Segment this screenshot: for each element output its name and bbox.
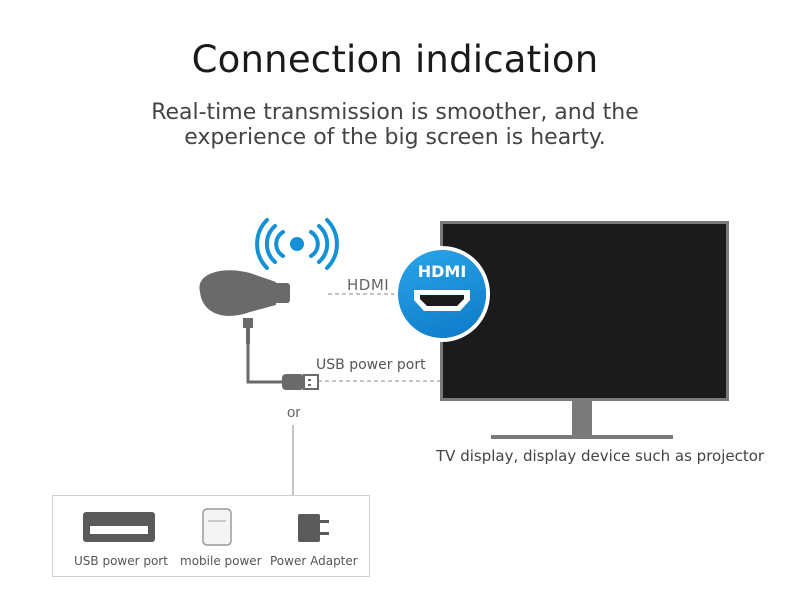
page-subtitle: Real-time transmission is smoother, and … [0,100,790,150]
hdmi-connection-label: HDMI [347,276,390,294]
wifi-signal-icon [255,218,339,270]
wireless-dongle-icon [199,270,290,384]
power-adapter-icon [298,514,329,542]
page-title: Connection indication [191,38,599,81]
subtitle-line-1: Real-time transmission is smoother, and … [151,100,639,125]
tv-stand-base [491,435,673,439]
hdmi-badge-label: HDMI [417,262,467,281]
tv-screen [440,221,729,401]
hdmi-port-icon [414,290,470,311]
usb-plug-icon [282,374,319,390]
power-bank-icon [202,508,232,546]
tv-stand-neck [572,401,592,437]
usb-connection-label: USB power port [316,357,426,373]
usb-port-icon [83,512,155,542]
or-label: or [287,404,301,421]
option-label-power-adapter: Power Adapter [270,554,358,568]
subtitle-line-2: experience of the big screen is hearty. [184,125,606,150]
tv-caption: TV display, display device such as proje… [436,447,765,465]
option-label-mobile-power: mobile power [180,554,262,568]
option-label-usb: USB power port [74,554,168,568]
wifi-center-dot [290,237,304,251]
